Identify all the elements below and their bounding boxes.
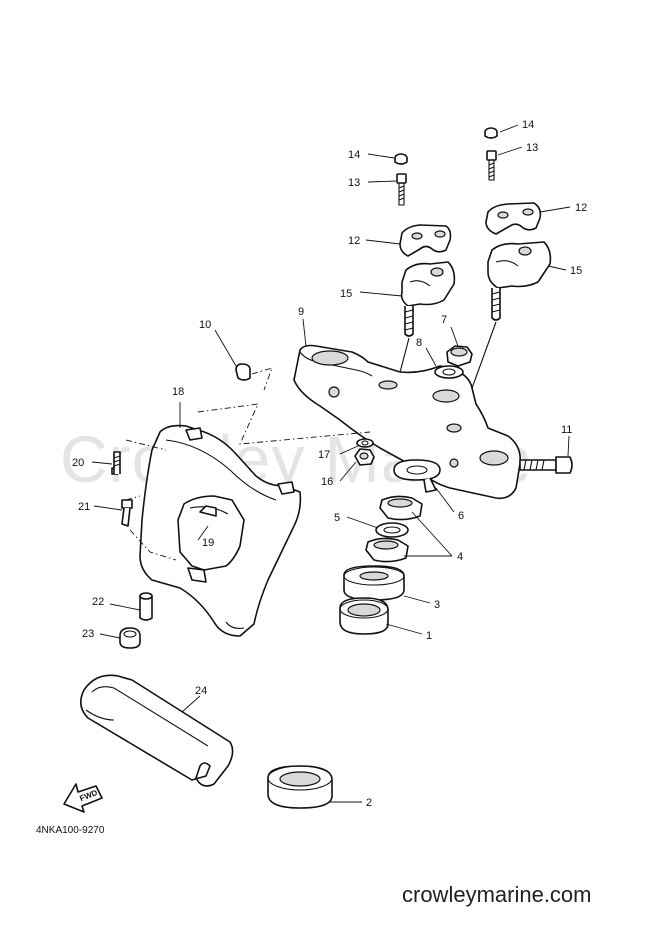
callout-22: 22 [92,596,104,608]
stopper-pin [235,363,273,391]
bearing-race [339,597,389,635]
spacer-grommet [119,592,153,649]
callout-2: 2 [366,797,372,809]
callout-12-right: 12 [575,202,587,214]
callout-15-right: 15 [570,265,582,277]
callout-labels: 1 2 3 4 5 6 7 8 9 10 11 12 12 13 13 14 1… [72,119,587,809]
callout-15-left: 15 [340,288,352,300]
ring-nuts [365,495,423,563]
handlebar-holder-left [394,153,456,337]
drawing-code: 4NKA100-9270 [36,825,105,836]
callout-1: 1 [426,630,432,642]
callout-13-right: 13 [526,142,538,154]
callout-10: 10 [199,319,211,331]
callout-9: 9 [298,306,304,318]
callout-20: 20 [72,457,84,469]
handlebar-holder-right [484,127,552,321]
bolts-left [111,451,133,527]
callout-7: 7 [441,314,447,326]
callout-4: 4 [457,551,463,563]
fwd-arrow-icon: FWD [63,783,103,813]
bearing-lower [267,765,333,809]
callout-14-right: 14 [522,119,534,131]
callout-8: 8 [416,337,422,349]
callout-16: 16 [321,476,333,488]
callout-13-left: 13 [348,177,360,189]
leader-lines [91,124,571,803]
callout-3: 3 [434,599,440,611]
callout-6: 6 [458,510,464,522]
steering-crown [293,344,522,500]
pinch-bolt [519,456,573,474]
column-cover [80,674,234,787]
guide-dash-top [197,403,371,445]
callout-21: 21 [78,501,90,513]
callout-18: 18 [172,386,184,398]
callout-14-left: 14 [348,149,360,161]
callout-19: 19 [202,537,214,549]
small-nut-washer [354,438,375,466]
callout-17: 17 [318,449,330,461]
lock-washer [393,459,441,493]
site-name: crowleymarine.com [402,882,592,907]
bearing-upper [343,565,405,601]
callout-5: 5 [334,512,340,524]
bracket [177,495,245,583]
callout-12-left: 12 [348,235,360,247]
callout-23: 23 [82,628,94,640]
nut-washer [434,345,473,379]
callout-11: 11 [561,424,572,436]
callout-24: 24 [195,685,207,697]
